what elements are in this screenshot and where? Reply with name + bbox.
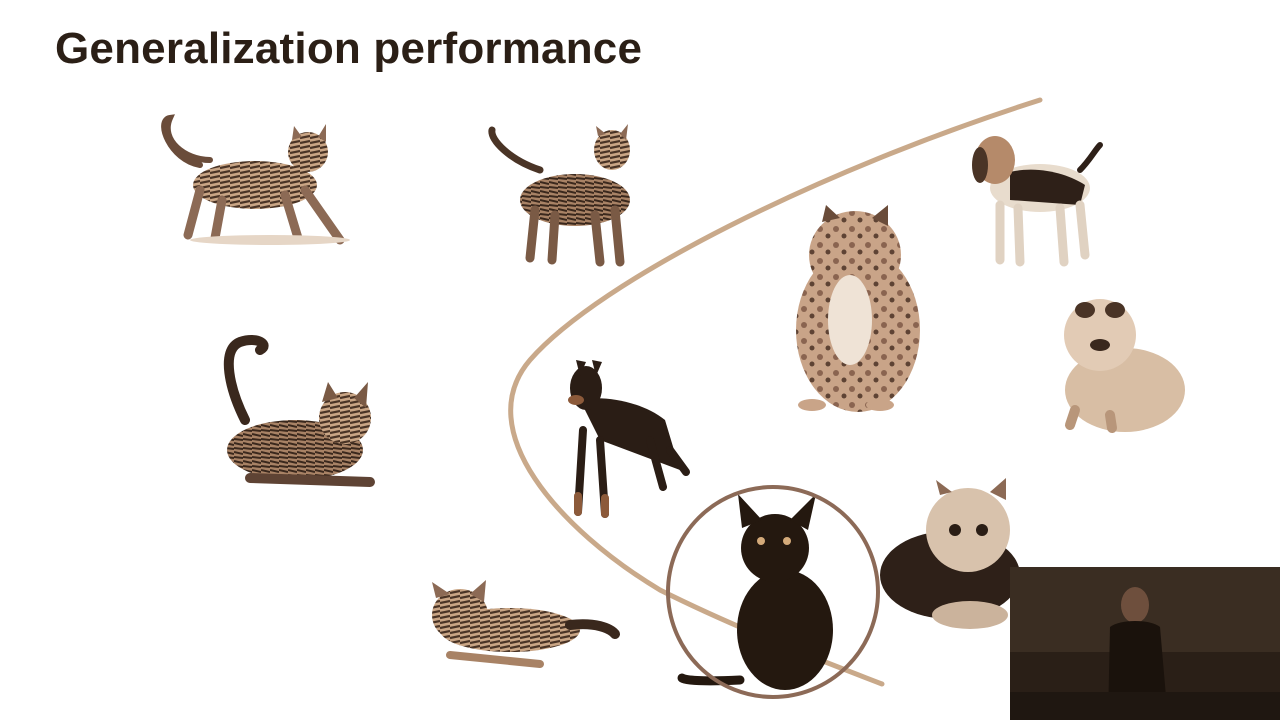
dog-bulldog-icon bbox=[1064, 299, 1185, 433]
dog-beagle-icon bbox=[972, 136, 1103, 267]
highlight-circle bbox=[666, 485, 880, 699]
presenter-webcam bbox=[1010, 567, 1280, 720]
dog-pomeranian-icon bbox=[796, 205, 920, 412]
slide-title: Generalization performance bbox=[55, 24, 643, 73]
cat-black-sitting-icon bbox=[677, 494, 833, 690]
cat-walking-icon bbox=[161, 114, 350, 245]
cat-standing-icon bbox=[488, 124, 630, 267]
cat-lying-icon bbox=[432, 580, 620, 668]
cat-crouching-icon bbox=[223, 335, 375, 487]
presenter-silhouette-icon bbox=[1010, 567, 1280, 720]
dog-doberman-icon bbox=[568, 360, 690, 518]
dog-yorkie-icon bbox=[880, 478, 1020, 629]
